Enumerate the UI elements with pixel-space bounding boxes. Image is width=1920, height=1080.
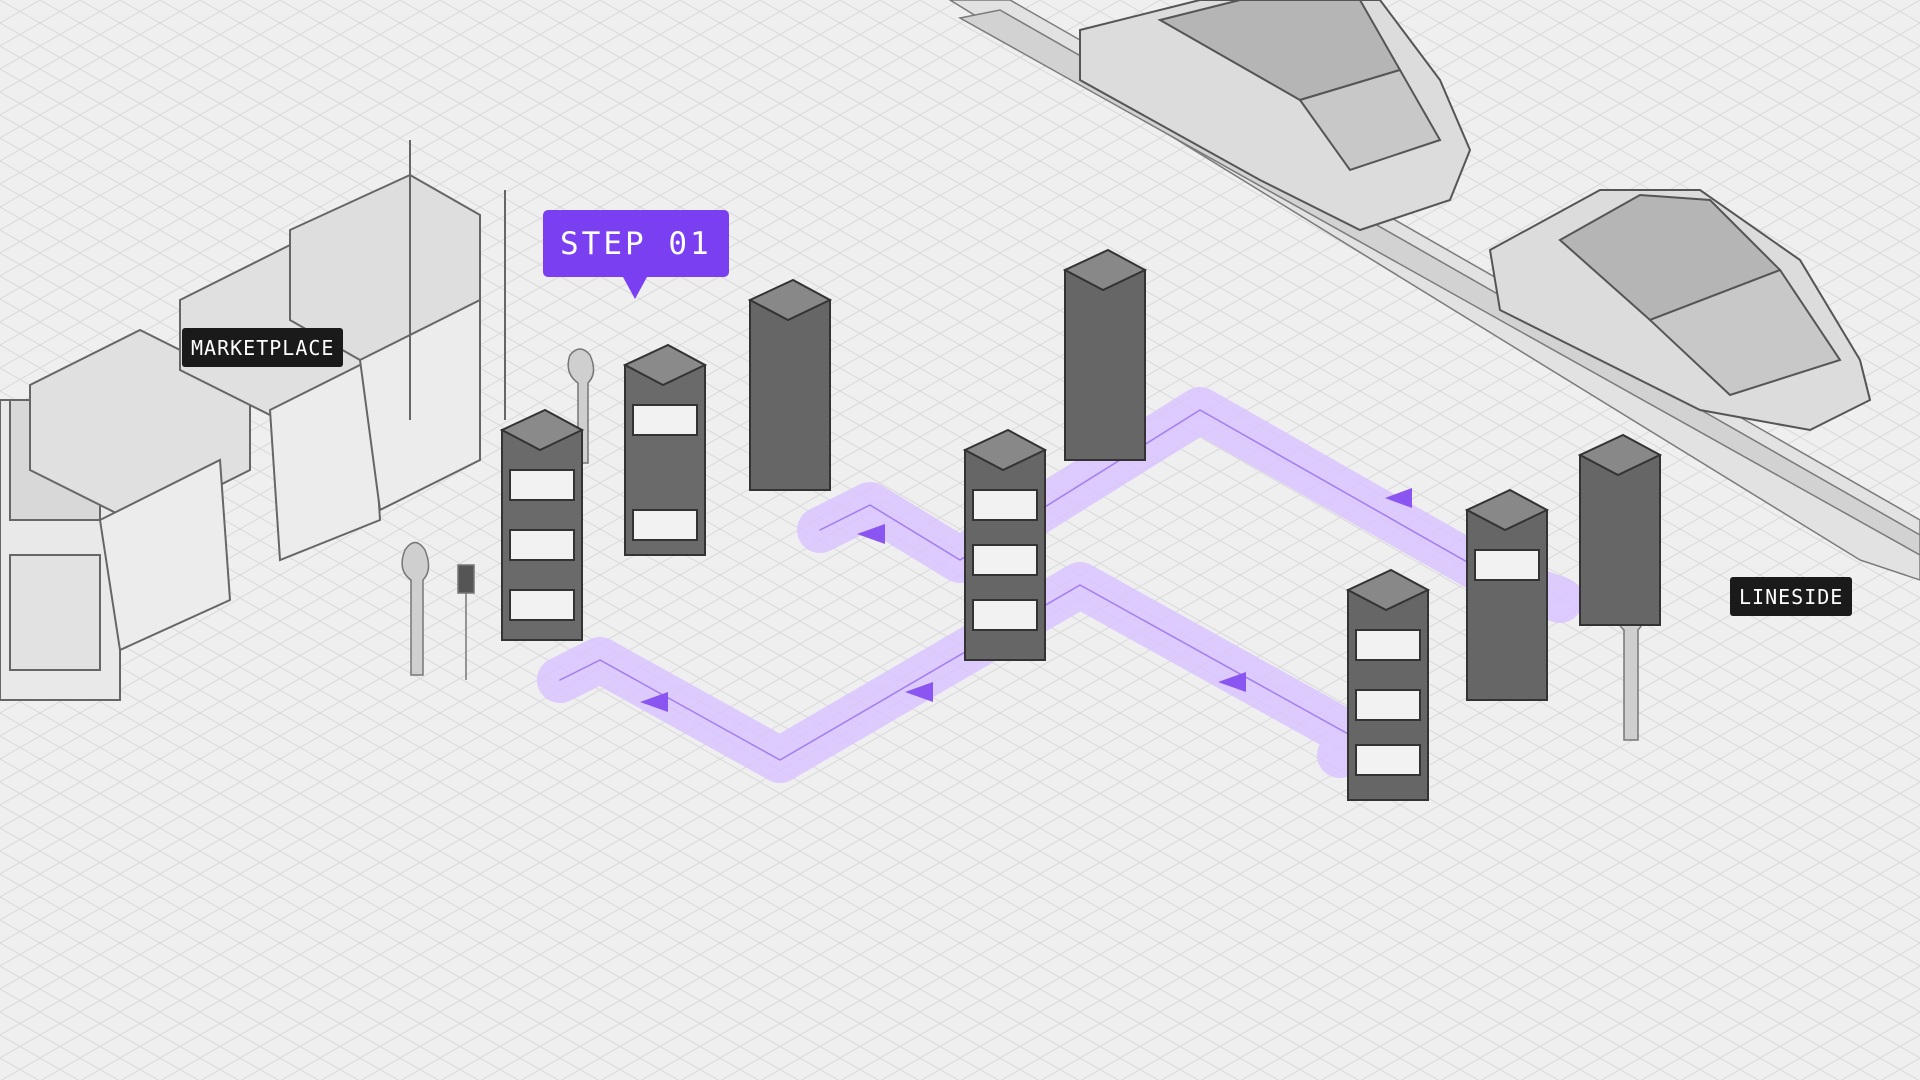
worker-picker — [567, 348, 595, 464]
cart-5 — [1062, 248, 1148, 461]
carts — [499, 248, 1663, 801]
route-arrows — [640, 488, 1412, 712]
cart-3 — [747, 278, 833, 491]
cart-6 — [1345, 568, 1431, 801]
cart-7 — [1464, 488, 1550, 701]
tablet-kiosk — [457, 564, 475, 594]
cart-1 — [499, 408, 585, 641]
cart-2 — [622, 343, 708, 556]
worker-left — [401, 541, 430, 676]
route-arrow — [905, 682, 933, 702]
route-arrow — [1218, 672, 1246, 692]
lineside-label: LINESIDE — [1730, 577, 1853, 616]
route-arrow — [857, 524, 885, 544]
car-body-1 — [1079, 0, 1472, 232]
cart-4 — [962, 428, 1048, 661]
marketplace-label: MARKETPLACE — [182, 328, 344, 367]
car-body-2 — [1488, 189, 1872, 432]
route-arrow — [640, 692, 668, 712]
step-indicator: STEP 01 — [543, 210, 729, 299]
cart-8 — [1577, 433, 1663, 626]
route-arrow — [1385, 488, 1412, 508]
